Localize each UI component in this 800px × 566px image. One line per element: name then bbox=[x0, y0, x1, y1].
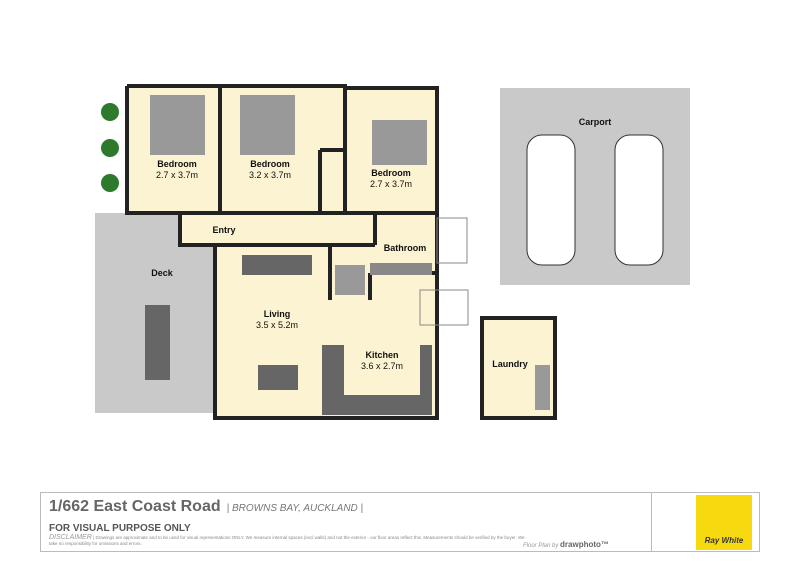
bed-icon bbox=[372, 120, 427, 165]
room-size: 2.7 x 3.7m bbox=[156, 170, 198, 180]
room-name: Kitchen bbox=[365, 350, 398, 360]
room-name: Bedroom bbox=[157, 159, 197, 169]
bath-icon bbox=[370, 263, 432, 275]
ray-white-logo: Ray White bbox=[696, 495, 752, 550]
furniture bbox=[101, 95, 664, 415]
room-name: Entry bbox=[212, 225, 235, 235]
room-size: 2.7 x 3.7m bbox=[370, 179, 412, 189]
disclaimer-text: | Drawings are approximate and to be use… bbox=[49, 535, 525, 546]
disclaimer: DISCLAIMER | Drawings are approximate an… bbox=[49, 534, 529, 547]
footer-panel: 1/662 East Coast Road | BROWNS BAY, AUCKL… bbox=[40, 492, 760, 552]
deck-table-icon bbox=[145, 305, 170, 380]
plant-icon bbox=[101, 139, 119, 157]
room-name: Bedroom bbox=[250, 159, 290, 169]
disclaimer-label: DISCLAIMER bbox=[49, 534, 92, 541]
room-name: Carport bbox=[579, 117, 612, 127]
room-name: Bathroom bbox=[384, 243, 427, 253]
room-size: 3.2 x 3.7m bbox=[249, 170, 291, 180]
room-size: 3.6 x 2.7m bbox=[361, 361, 403, 371]
shower-icon bbox=[335, 265, 365, 295]
dining-table-icon bbox=[258, 365, 298, 390]
laundry-appliance-icon bbox=[535, 365, 550, 410]
credit-brand: drawphoto™ bbox=[560, 540, 609, 549]
stairs bbox=[419, 217, 469, 326]
kitchen-bench-icon bbox=[420, 345, 432, 405]
room-name: Living bbox=[264, 309, 291, 319]
credit-prefix: Floor Plan by bbox=[523, 543, 559, 549]
room-name: Bedroom bbox=[371, 168, 411, 178]
sofa-icon bbox=[242, 255, 312, 275]
plant-icon bbox=[101, 174, 119, 192]
room-name: Deck bbox=[151, 268, 174, 278]
address: 1/662 East Coast Road bbox=[49, 498, 221, 515]
address-title: 1/662 East Coast Road | BROWNS BAY, AUCKL… bbox=[49, 498, 363, 516]
plant-icon bbox=[101, 103, 119, 121]
divider bbox=[651, 493, 652, 551]
bed-icon bbox=[240, 95, 295, 155]
car-icon bbox=[526, 134, 576, 266]
credit: Floor Plan by drawphoto™ bbox=[523, 540, 609, 549]
bed-icon bbox=[150, 95, 205, 155]
room-name: Laundry bbox=[492, 359, 528, 369]
room-size: 3.5 x 5.2m bbox=[256, 320, 298, 330]
kitchen-bench-icon bbox=[322, 395, 432, 415]
car-icon bbox=[614, 134, 664, 266]
purpose-note: FOR VISUAL PURPOSE ONLY bbox=[49, 523, 191, 534]
suburb: | BROWNS BAY, AUCKLAND | bbox=[226, 503, 364, 514]
